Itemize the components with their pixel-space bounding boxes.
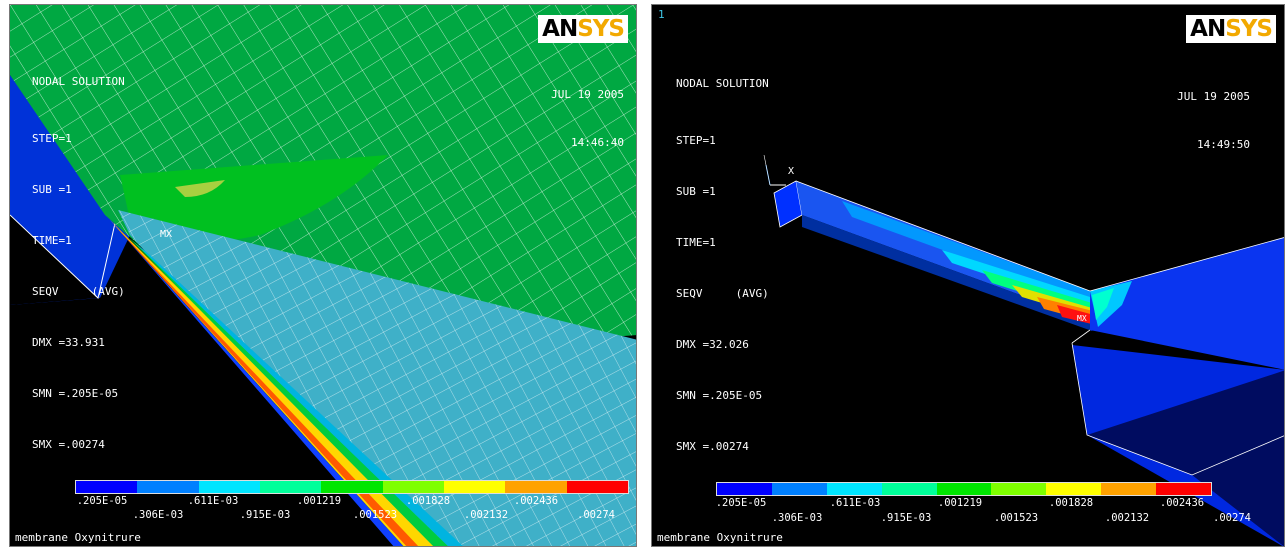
legend-swatch	[936, 483, 992, 495]
legend-swatch	[771, 483, 827, 495]
info-smn: SMN =.205E-05	[676, 389, 763, 402]
legend-swatch	[826, 483, 882, 495]
max-marker: MX	[160, 229, 173, 240]
legend-swatch	[1101, 483, 1157, 495]
legend-swatch	[1046, 483, 1102, 495]
window-number: 1	[658, 8, 665, 21]
ansys-logo: ANSYS	[1186, 15, 1276, 43]
footer-title: membrane Oxynitrure	[657, 531, 783, 544]
legend-label: .915E-03	[239, 509, 291, 521]
datetime: JUL 19 2005 14:49:50	[1177, 57, 1250, 185]
legend-swatch	[137, 481, 199, 493]
time-text: 14:49:50	[1197, 138, 1250, 151]
info-dmx: DMX =32.026	[676, 338, 749, 351]
info-smn: SMN =.205E-05	[32, 387, 119, 400]
info-time: TIME=1	[676, 236, 716, 249]
left-model-plot	[10, 5, 636, 546]
legend-swatch	[1156, 483, 1212, 495]
legend-swatch	[259, 481, 322, 493]
legend-label: .002132	[463, 509, 509, 521]
legend-label: .001828	[1048, 497, 1094, 509]
legend-label: .001523	[993, 512, 1039, 524]
info-time: TIME=1	[32, 234, 72, 247]
info-sub: SUB =1	[676, 185, 716, 198]
left-viewport[interactable]: ANSYS NODAL SOLUTION STEP=1 SUB =1 TIME=…	[9, 4, 637, 547]
right-viewport[interactable]: 1 ANSYS NODAL SOLUTION STEP=1 SUB =1 TIM…	[651, 4, 1285, 547]
info-seqv: SEQV (AVG)	[32, 285, 125, 298]
legend-label: .306E-03	[771, 512, 823, 524]
legend-label: .002436	[1159, 497, 1205, 509]
legend-label: .002132	[1104, 512, 1150, 524]
info-smx: SMX =.00274	[32, 438, 105, 451]
max-marker: MX	[1077, 314, 1087, 323]
legend-swatch	[382, 481, 444, 493]
axis-x-label: X	[788, 166, 795, 177]
legend-label: .001219	[296, 495, 342, 507]
time-text: 14:46:40	[571, 136, 624, 149]
ansys-logo: ANSYS	[538, 15, 628, 43]
legend-label: .611E-03	[829, 497, 881, 509]
legend-swatch	[881, 483, 937, 495]
legend-swatch	[566, 481, 628, 493]
legend-label: .306E-03	[132, 509, 184, 521]
info-sub: SUB =1	[32, 183, 72, 196]
legend-label: .205E-05	[76, 495, 128, 507]
info-dmx: DMX =33.931	[32, 336, 105, 349]
date-text: JUL 19 2005	[551, 88, 624, 101]
solution-info: NODAL SOLUTION STEP=1 SUB =1 TIME=1 SEQV…	[32, 39, 125, 487]
color-legend-bar	[716, 482, 1212, 496]
legend-label: .00274	[1213, 512, 1251, 524]
legend-swatch	[443, 481, 506, 493]
solution-info: NODAL SOLUTION STEP=1 SUB =1 TIME=1 SEQV…	[676, 41, 769, 489]
info-seqv: SEQV (AVG)	[676, 287, 769, 300]
info-title: NODAL SOLUTION	[32, 75, 125, 88]
date-text: JUL 19 2005	[1177, 90, 1250, 103]
legend-label: .001523	[352, 509, 398, 521]
info-step: STEP=1	[32, 132, 72, 145]
legend-swatch	[991, 483, 1047, 495]
legend-label: .915E-03	[880, 512, 932, 524]
legend-label: .00274	[577, 509, 615, 521]
legend-swatch	[505, 481, 567, 493]
datetime: JUL 19 2005 14:46:40	[551, 55, 624, 183]
legend-swatch	[76, 481, 138, 493]
legend-label: .205E-05	[715, 497, 767, 509]
legend-label: .611E-03	[187, 495, 239, 507]
info-smx: SMX =.00274	[676, 440, 749, 453]
legend-label: .002436	[513, 495, 559, 507]
legend-label: .001219	[937, 497, 983, 509]
legend-swatch	[321, 481, 383, 493]
right-model-plot	[652, 5, 1284, 546]
footer-title: membrane Oxynitrure	[15, 531, 141, 544]
color-legend-bar	[75, 480, 629, 494]
legend-swatch	[198, 481, 260, 493]
info-step: STEP=1	[676, 134, 716, 147]
info-title: NODAL SOLUTION	[676, 77, 769, 90]
legend-swatch	[717, 483, 772, 495]
legend-label: .001828	[405, 495, 451, 507]
